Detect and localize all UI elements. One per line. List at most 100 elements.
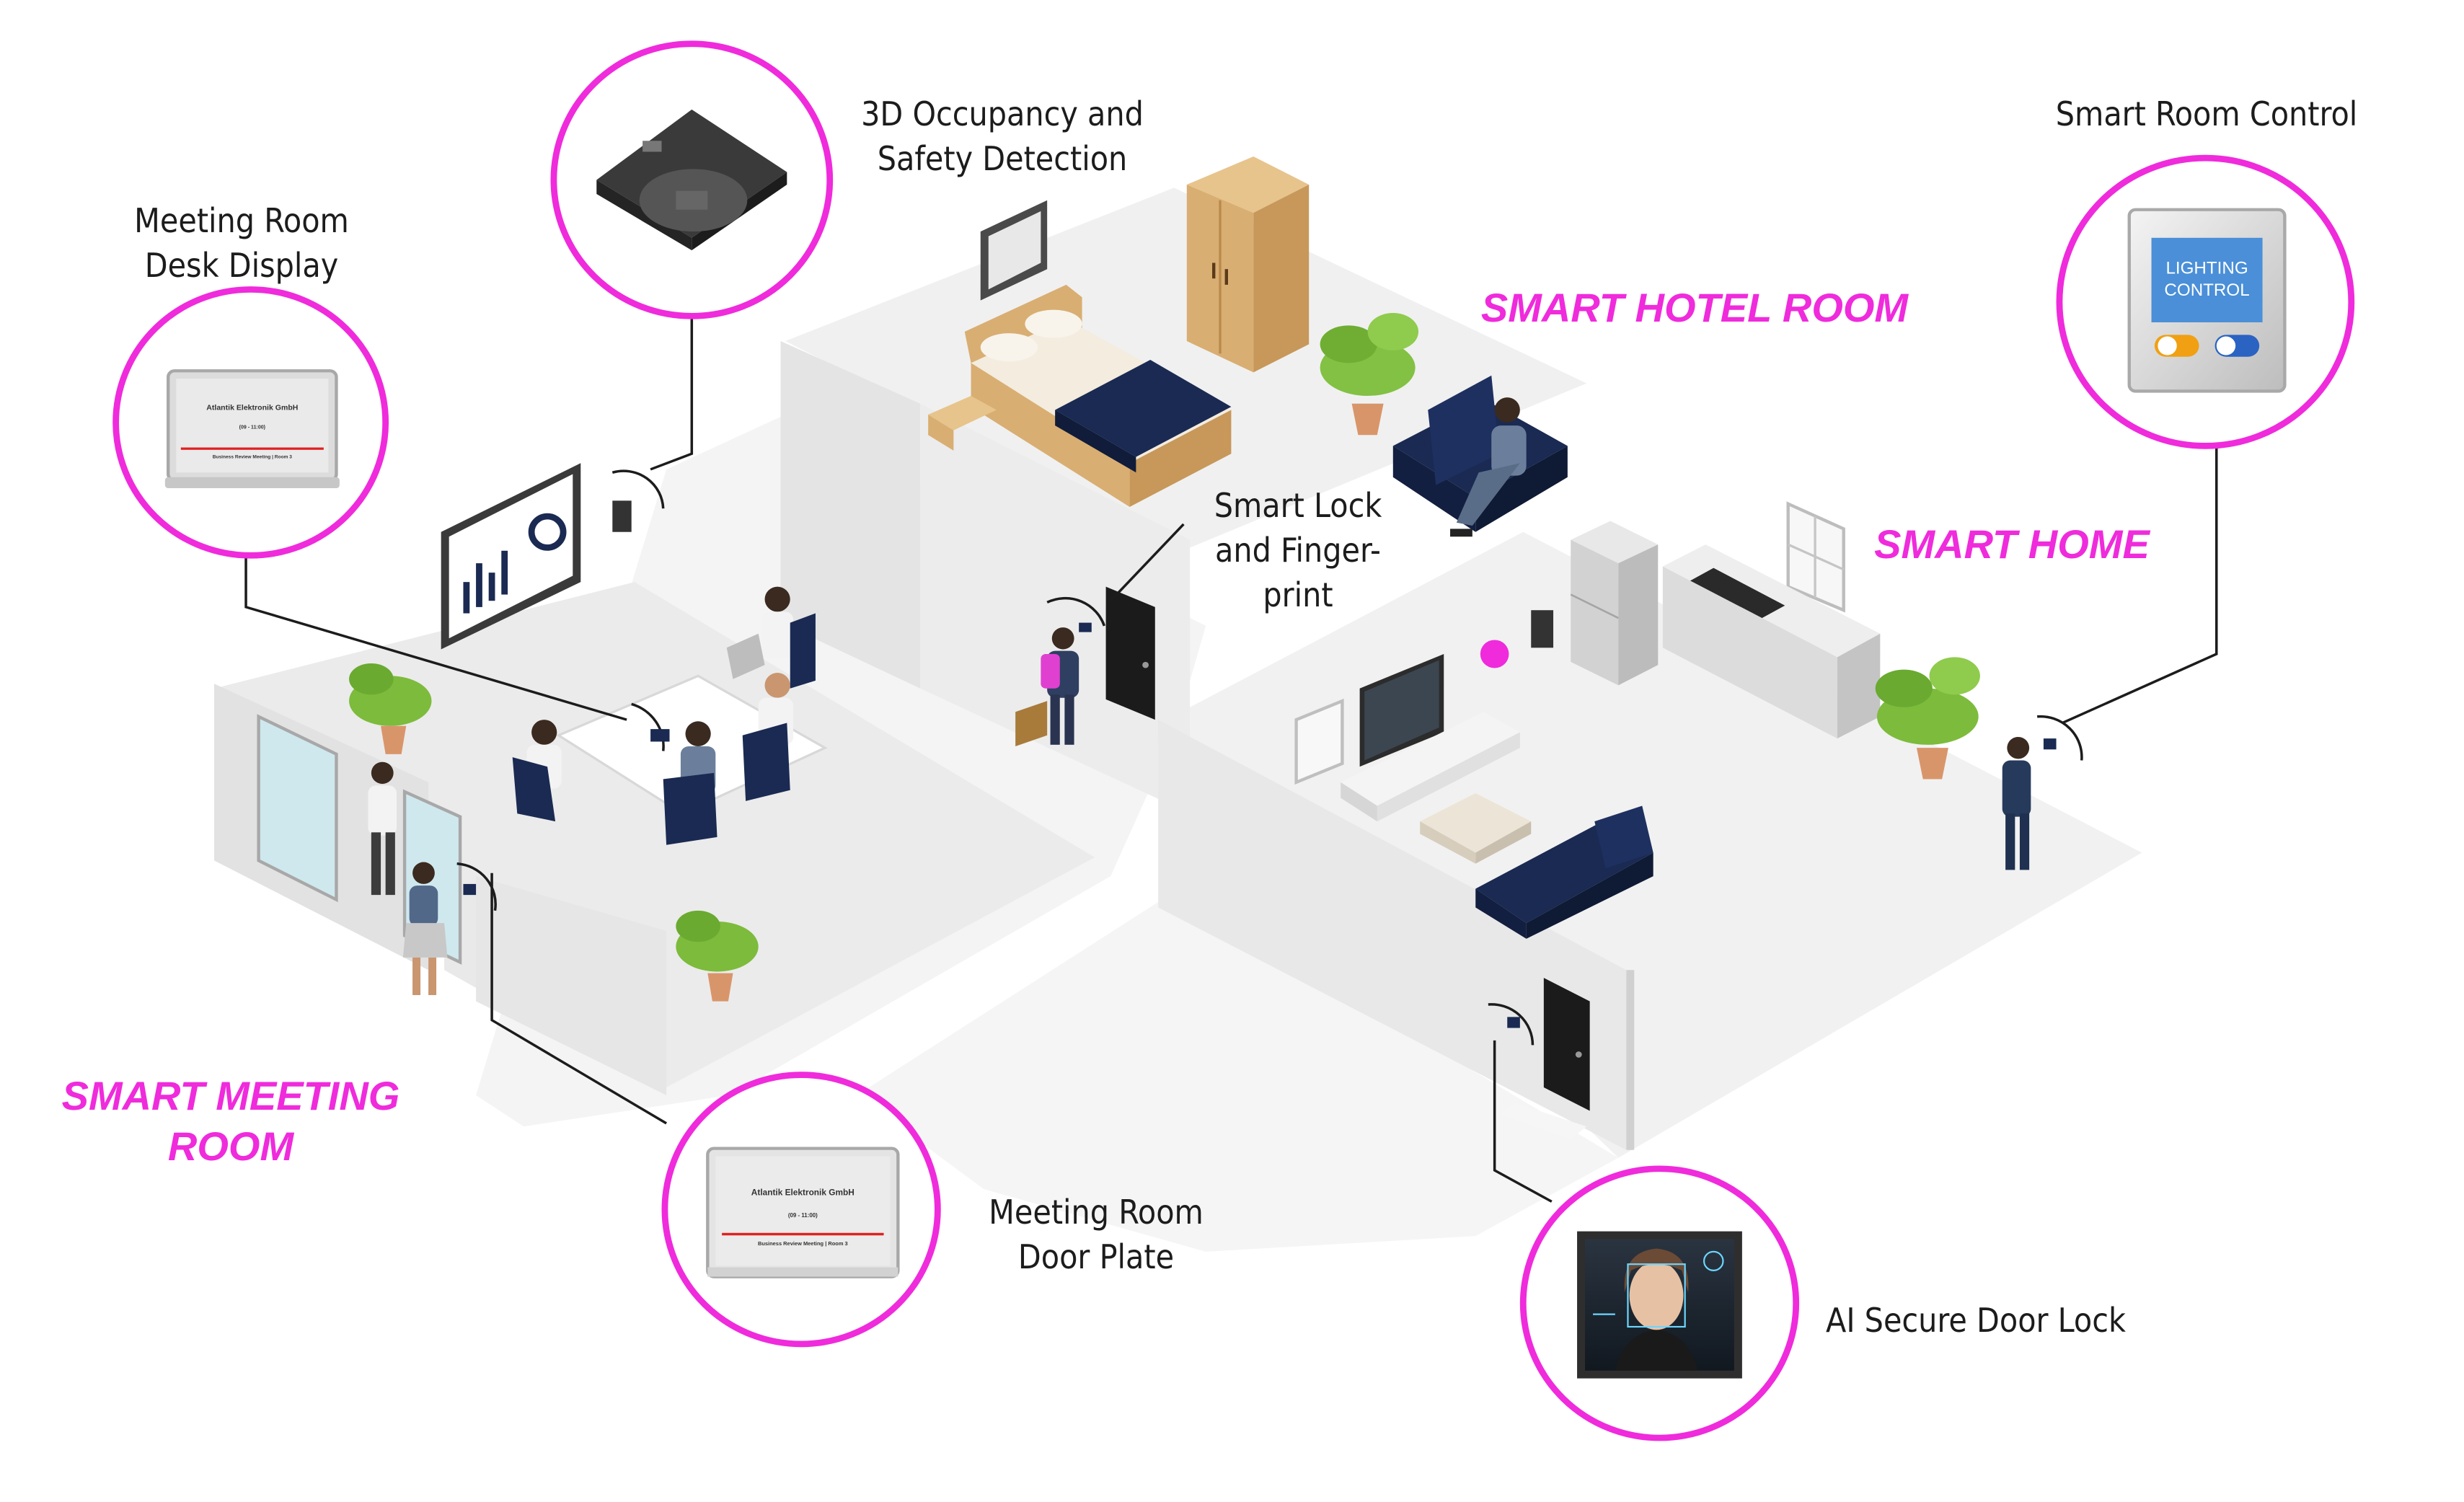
plant-icon bbox=[349, 663, 432, 754]
desk-display-time: (09 - 11:00) bbox=[239, 425, 265, 430]
occupancy-label-line1: 3D Occupancy and bbox=[861, 94, 1144, 133]
smart-lock-signal-arc bbox=[1046, 596, 1106, 627]
desk-display-label: Meeting Room Desk Display bbox=[87, 198, 397, 288]
person-icon bbox=[663, 721, 717, 845]
smart-home-furniture bbox=[1294, 501, 2031, 939]
laptop-icon bbox=[726, 633, 765, 679]
person-icon bbox=[402, 862, 448, 995]
clock-icon bbox=[1480, 640, 1509, 668]
door-plate-connector bbox=[490, 873, 668, 1125]
smart-lock-connector bbox=[1109, 523, 1185, 602]
meeting-side-wall bbox=[476, 876, 667, 1095]
plant-icon bbox=[676, 910, 759, 1002]
chart-board-icon bbox=[441, 463, 581, 650]
tv-stand-icon bbox=[1341, 712, 1520, 822]
smart-lock-label-line2: and Finger- bbox=[1215, 531, 1381, 570]
lighting-control-line1: LIGHTING bbox=[2165, 259, 2248, 278]
zone-title-home: SMART HOME bbox=[1846, 519, 2178, 570]
walls bbox=[214, 341, 1635, 1150]
door-plate-label-line2: Door Plate bbox=[1017, 1237, 1175, 1276]
ai-lock-mini-icon bbox=[1507, 1017, 1520, 1028]
door-plate-meeting: Business Review Meeting | Room 3 bbox=[758, 1240, 848, 1247]
ai-lock-connector bbox=[1493, 1040, 1553, 1203]
door-icon bbox=[1105, 586, 1155, 720]
coffee-table-icon bbox=[1420, 793, 1532, 864]
person-icon bbox=[512, 720, 562, 822]
occupancy-wall-unit-icon bbox=[612, 500, 632, 532]
fridge-icon bbox=[1570, 521, 1659, 686]
lighting-control-panel-icon: LIGHTING CONTROL bbox=[2127, 208, 2287, 393]
zone-home-text: SMART HOME bbox=[1874, 521, 2150, 567]
plant-icon bbox=[1875, 657, 1980, 779]
smart-lock-label: Smart Lock and Finger- print bbox=[1168, 483, 1428, 617]
ai-door-lock-label: AI Secure Door Lock bbox=[1796, 1298, 2156, 1343]
home-front-wall bbox=[1158, 720, 1627, 1150]
room-control-mini-icon bbox=[2043, 738, 2057, 750]
window-icon bbox=[1786, 501, 1845, 613]
desk-display-meeting: Business Review Meeting | Room 3 bbox=[213, 455, 293, 460]
lower-floor bbox=[857, 891, 1619, 1252]
room-control-callout: LIGHTING CONTROL bbox=[2056, 154, 2355, 449]
picture-frame-icon bbox=[980, 200, 1048, 301]
door-plate-time: (09 - 11:00) bbox=[788, 1212, 818, 1219]
ai-lock-signal-arc bbox=[1488, 1003, 1535, 1046]
zone-title-hotel: SMART HOTEL ROOM bbox=[1478, 283, 1911, 333]
occupancy-detection-label: 3D Occupancy and Safety Detection bbox=[829, 92, 1175, 181]
door-icon bbox=[1499, 978, 1590, 1139]
room-control-connector bbox=[2062, 447, 2218, 725]
door-plate-icon: Atlantik Elektronik GmbH (09 - 11:00) Bu… bbox=[706, 1147, 900, 1278]
ai-door-lock-text: AI Secure Door Lock bbox=[1826, 1301, 2126, 1340]
bed-icon bbox=[928, 284, 1232, 508]
lighting-control-line2: CONTROL bbox=[2164, 280, 2249, 300]
wall-picture-icon bbox=[1294, 698, 1344, 785]
door-plate-label-line1: Meeting Room bbox=[989, 1193, 1204, 1232]
meeting-room bbox=[257, 586, 828, 1002]
zone-hotel-text: SMART HOTEL ROOM bbox=[1480, 285, 1909, 330]
room-control-signal-arc bbox=[2036, 715, 2083, 761]
corridor bbox=[441, 463, 1590, 1139]
hotel-room-furniture bbox=[928, 156, 1568, 537]
ai-door-lock-callout bbox=[1519, 1165, 1800, 1441]
plant-icon bbox=[1320, 312, 1419, 436]
person-icon bbox=[1015, 627, 1079, 746]
occupancy-sensor-icon bbox=[596, 109, 787, 251]
occupancy-signal-arc bbox=[611, 469, 665, 509]
smart-lock-label-line3: print bbox=[1263, 575, 1333, 614]
door-plate-mini-icon bbox=[463, 883, 477, 896]
sofa-icon bbox=[1392, 375, 1568, 532]
hotel-left-wall bbox=[780, 341, 921, 689]
home-right-wall bbox=[1626, 970, 1635, 1150]
occupancy-sensor-callout bbox=[550, 40, 834, 319]
door-plate-label: Meeting Room Door Plate bbox=[945, 1190, 1248, 1279]
person-icon bbox=[2002, 736, 2031, 870]
desk-display-mini-icon bbox=[650, 729, 670, 742]
smart-room-control-text: Smart Room Control bbox=[2055, 94, 2358, 133]
smart-room-control-label: Smart Room Control bbox=[2005, 92, 2408, 136]
person-icon bbox=[761, 586, 816, 689]
door-plate-callout: Atlantik Elektronik GmbH (09 - 11:00) Bu… bbox=[661, 1072, 941, 1348]
face-recognition-icon bbox=[1577, 1231, 1742, 1379]
desk-display-signal-arc bbox=[631, 702, 665, 751]
desk-display-company: Atlantik Elektronik GmbH bbox=[206, 405, 298, 412]
hotel-front-wall bbox=[920, 403, 1191, 814]
smart-lock-reader-icon bbox=[1079, 622, 1092, 632]
occupancy-connector bbox=[650, 312, 694, 471]
desk-display-callout: Atlantik Elektronik GmbH (09 - 11:00) Bu… bbox=[112, 286, 389, 559]
desk-display-icon: Atlantik Elektronik GmbH (09 - 11:00) Bu… bbox=[164, 369, 340, 488]
door-plate-signal-arc bbox=[456, 862, 497, 911]
desk-display-label-line1: Meeting Room bbox=[134, 201, 349, 240]
home-wall-unit-icon bbox=[1531, 610, 1554, 648]
tv-icon bbox=[1359, 653, 1444, 770]
zone-meeting-line2: ROOM bbox=[167, 1123, 294, 1169]
person-icon bbox=[368, 761, 397, 896]
meeting-floor bbox=[214, 582, 1095, 1088]
door-plate-company: Atlantik Elektronik GmbH bbox=[751, 1188, 855, 1198]
smart-lock-label-line1: Smart Lock bbox=[1214, 486, 1382, 525]
connector-lines bbox=[244, 312, 2218, 1203]
living-sofa-icon bbox=[1475, 805, 1653, 939]
zone-meeting-line1: SMART MEETING bbox=[61, 1073, 400, 1118]
zone-title-meeting: SMART MEETING ROOM bbox=[50, 1071, 411, 1172]
glass-door-icon bbox=[257, 714, 338, 903]
person-icon bbox=[742, 673, 794, 801]
